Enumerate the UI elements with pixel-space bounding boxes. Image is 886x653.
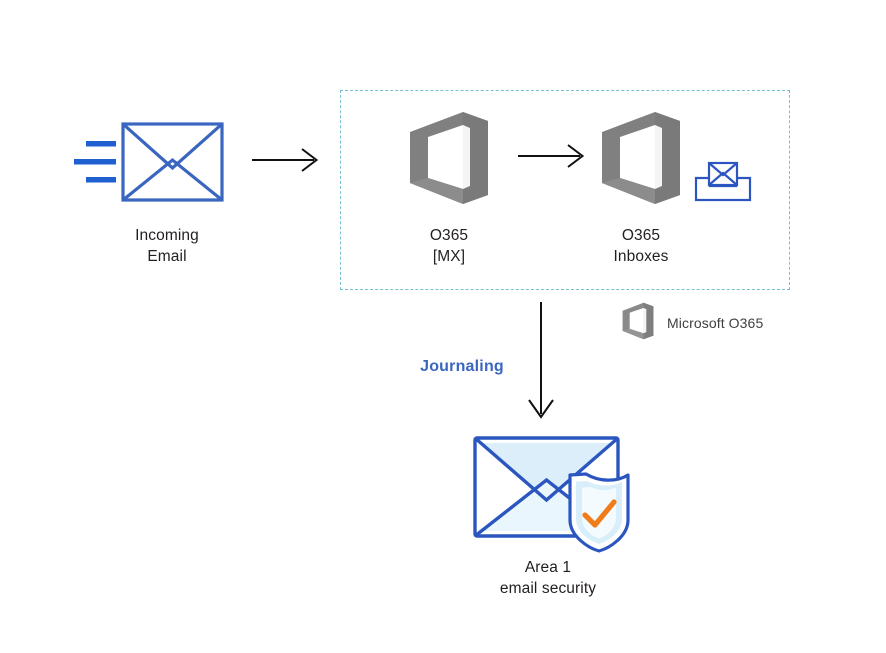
o365-mx-label-line1: O365	[429, 227, 469, 244]
o365-inboxes-label-line2: Inboxes	[613, 247, 669, 265]
incoming-email-label-line1: Incoming	[135, 227, 199, 244]
arrow-inboxes-to-area1	[524, 302, 558, 422]
area1-label-line2: email security	[499, 579, 597, 597]
o365-inboxes-node[interactable]	[596, 110, 686, 206]
envelope-with-speed-lines-icon	[74, 122, 224, 202]
envelope-shield-check-icon	[473, 436, 630, 553]
arrow-incoming-to-zone	[252, 146, 322, 174]
office-365-logo-icon	[410, 112, 488, 204]
inbox-tray-envelope-icon	[694, 161, 752, 202]
area1-label: Area 1 email security	[463, 558, 633, 600]
inbox-tray-badge[interactable]	[694, 160, 752, 204]
office-365-logo-icon	[602, 112, 680, 204]
incoming-email-label-line2: Email	[147, 247, 187, 265]
o365-inboxes-label-line1: O365	[621, 227, 661, 244]
area1-label-line1: Area 1	[524, 559, 572, 576]
legend-microsoft-o365	[620, 302, 656, 340]
legend-label-microsoft-o365: Microsoft O365	[667, 315, 764, 331]
office-365-logo-icon	[622, 302, 654, 340]
o365-mx-label: O365 [MX]	[379, 226, 519, 268]
incoming-email-node[interactable]	[72, 118, 227, 213]
arrow-mx-to-inboxes	[518, 142, 588, 170]
o365-boundary-zone	[340, 90, 790, 290]
o365-mx-node[interactable]	[404, 110, 494, 206]
journaling-edge-label: Journaling	[420, 358, 504, 375]
o365-mx-label-line2: [MX]	[432, 247, 466, 265]
area1-email-security-node[interactable]	[468, 432, 638, 553]
